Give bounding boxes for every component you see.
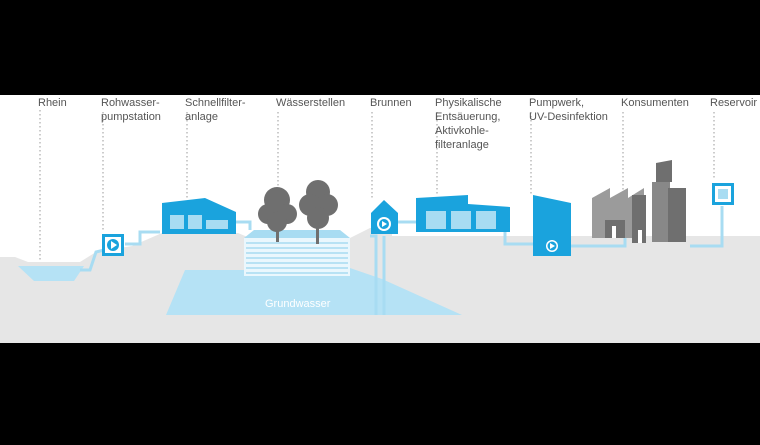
label-physik-line2: Entsäuerung,: [435, 111, 501, 123]
label-physik-line4: filteranlage: [435, 139, 489, 151]
label-konsumenten-text: Konsumenten: [621, 97, 689, 109]
leader-lines: [39, 110, 715, 262]
label-reservoir-text: Reservoir: [710, 97, 758, 109]
label-reservoir: Reservoir: [710, 96, 757, 110]
label-grundwasser: Grundwasser: [265, 298, 331, 310]
rhein-water: [18, 266, 84, 281]
label-schnellfilter: Schnellfilter- anlage: [185, 96, 246, 124]
infiltration-stripes: [246, 242, 348, 274]
label-rohwasser-line2: pumpstation: [101, 111, 161, 123]
label-brunnen-text: Brunnen: [370, 97, 412, 109]
physik-building: [416, 195, 510, 232]
pipe-pump-filter: [125, 230, 160, 246]
reservoir-icon: [712, 183, 734, 205]
pump-icon: [102, 234, 124, 256]
label-rhein-text: Rhein: [38, 97, 67, 109]
label-physik-line1: Physikalische: [435, 97, 502, 109]
label-rohwasser-line1: Rohwasser-: [101, 97, 160, 109]
label-schnellfilter-line1: Schnellfilter-: [185, 97, 246, 109]
pipe-physik-pumpwerk: [503, 232, 533, 246]
pumpwerk-building: [533, 195, 571, 256]
tree-icon: [258, 180, 338, 244]
pipe-well-shaft-a: [370, 234, 378, 315]
waesserstellen-top: [244, 230, 350, 238]
pipe-konsum-reservoir: [690, 206, 724, 248]
pipe-rhein-pump: [80, 248, 105, 272]
label-waesserstellen-text: Wässerstellen: [276, 97, 346, 109]
label-waesserstellen: Wässerstellen: [276, 96, 345, 110]
label-physik-line3: Aktivkohle-: [435, 125, 489, 137]
label-konsumenten: Konsumenten: [621, 96, 689, 110]
label-pumpwerk-line2: UV-Desinfektion: [529, 111, 608, 123]
schnellfilter-building: [162, 198, 236, 234]
factory-icon: [592, 160, 686, 243]
label-brunnen: Brunnen: [370, 96, 412, 110]
brunnen-building: [371, 200, 398, 234]
label-rhein: Rhein: [38, 96, 67, 110]
label-schnellfilter-line2: anlage: [185, 111, 219, 123]
label-pumpwerk-line1: Pumpwerk,: [529, 97, 585, 109]
label-rohwasser: Rohwasser- pumpstation: [101, 96, 161, 124]
grundwasser-basin: [166, 268, 462, 315]
label-physik: Physikalische Entsäuerung, Aktivkohle- f…: [435, 96, 502, 152]
pipe-filter-basin: [236, 220, 252, 230]
label-pumpwerk: Pumpwerk, UV-Desinfektion: [529, 96, 608, 124]
